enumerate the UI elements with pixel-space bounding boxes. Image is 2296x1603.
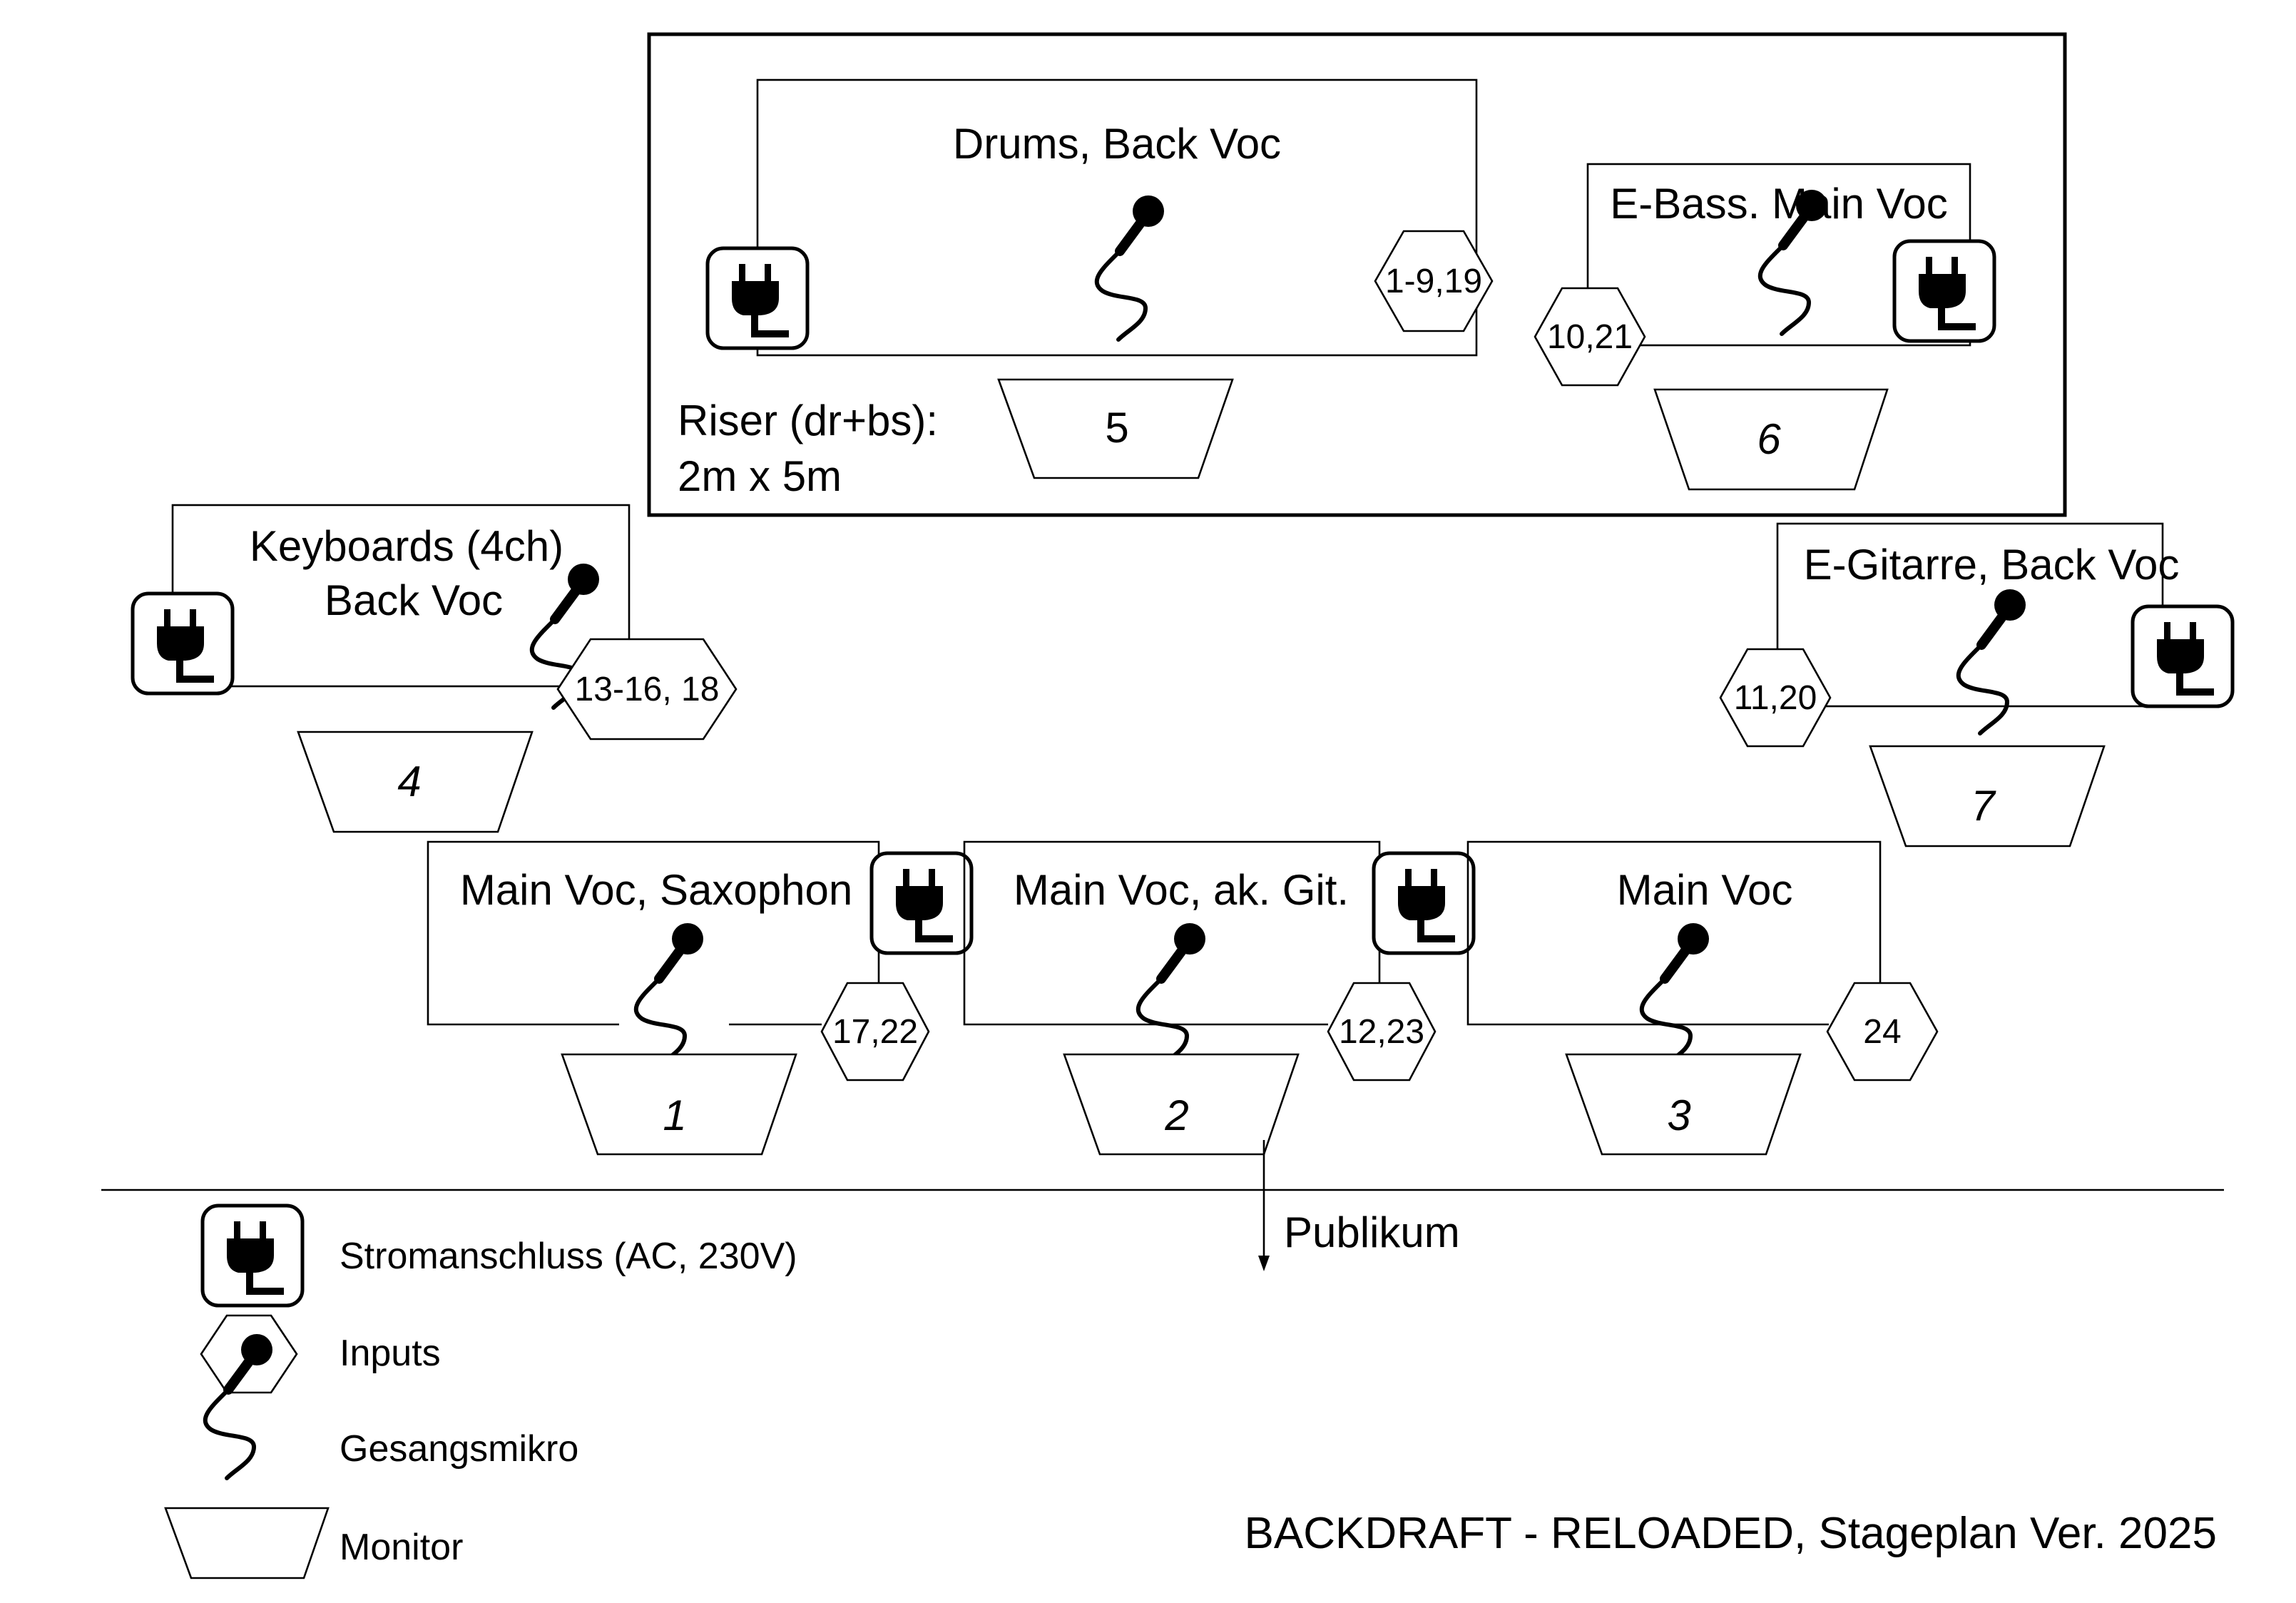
power-icon <box>708 248 807 348</box>
input-keys-label: 13-16, 18 <box>575 671 720 708</box>
station-guitar-label: E-Gitarre, Back Voc <box>1804 541 2180 589</box>
input-akgit: 12,23 <box>1327 982 1437 1082</box>
monitor-1: 1 <box>561 1053 797 1156</box>
power-icon <box>203 1206 302 1306</box>
legend-inputs-label: Inputs <box>340 1333 441 1374</box>
input-akgit-label: 12,23 <box>1339 1013 1424 1051</box>
power-icon <box>2133 606 2233 706</box>
station-keys-label-line1: Keyboards (4ch) <box>250 522 563 570</box>
input-drums-label: 1-9,19 <box>1385 263 1482 300</box>
monitor-trapezoid-icon <box>164 1507 330 1579</box>
input-mainvoc: 24 <box>1826 982 1939 1082</box>
station-mainvoc-label: Main Voc <box>1617 866 1793 914</box>
mic-icon <box>1642 923 1709 1067</box>
input-sax-label: 17,22 <box>832 1013 918 1051</box>
station-sax-label: Main Voc, Saxophon <box>460 866 852 914</box>
mic-icon <box>1097 195 1164 340</box>
station-drums-label: Drums, Back Voc <box>953 120 1281 168</box>
monitor-6: 6 <box>1653 388 1889 491</box>
input-bass: 10,21 <box>1534 287 1646 387</box>
input-mainvoc-label: 24 <box>1863 1013 1901 1051</box>
input-guitar: 11,20 <box>1719 648 1832 748</box>
legend-mic-label: Gesangsmikro <box>340 1428 578 1470</box>
station-keys-label-line2: Back Voc <box>325 576 503 624</box>
monitor-2: 2 <box>1063 1053 1300 1156</box>
input-keys: 13-16, 18 <box>556 638 738 741</box>
power-icon <box>1894 241 1994 341</box>
station-akgit-label: Main Voc, ak. Git. <box>1014 866 1349 914</box>
station-drums <box>756 78 1478 357</box>
monitor-5: 5 <box>997 378 1234 479</box>
riser-outline <box>647 32 2067 517</box>
mic-icon <box>1959 589 2026 733</box>
station-mainvoc <box>1466 840 1882 1026</box>
audience-label: Publikum <box>1284 1208 1460 1256</box>
power-icon <box>1374 853 1474 953</box>
monitor-3-label: 3 <box>1667 1091 1690 1139</box>
monitor-7: 7 <box>1869 745 2106 848</box>
riser-label-line2: 2m x 5m <box>678 452 842 500</box>
monitor-5-label: 5 <box>1105 404 1128 452</box>
input-sax: 17,22 <box>820 982 930 1082</box>
input-bass-label: 10,21 <box>1547 318 1633 356</box>
monitor-1-label: 1 <box>663 1091 686 1139</box>
riser-label-line1: Riser (dr+bs): <box>678 397 938 444</box>
footer-title: BACKDRAFT - RELOADED, Stageplan Ver. 202… <box>1245 1509 2218 1558</box>
monitor-3: 3 <box>1565 1053 1802 1156</box>
monitor-7-label: 7 <box>1971 782 1996 830</box>
input-drums: 1-9,19 <box>1374 230 1494 332</box>
station-bass-label: E-Bass. Main Voc <box>1610 180 1948 228</box>
mic-icon <box>1138 923 1205 1067</box>
monitor-6-label: 6 <box>1757 415 1781 463</box>
power-icon <box>872 853 971 953</box>
mic-icon <box>636 923 703 1067</box>
monitor-2-label: 2 <box>1164 1091 1188 1139</box>
legend-power-label: Stromanschluss (AC, 230V) <box>340 1236 797 1277</box>
power-icon <box>133 594 233 693</box>
monitor-4-label: 4 <box>397 758 421 805</box>
input-guitar-label: 11,20 <box>1734 679 1817 717</box>
legend-monitor-label: Monitor <box>340 1527 463 1568</box>
monitor-4: 4 <box>297 731 534 833</box>
